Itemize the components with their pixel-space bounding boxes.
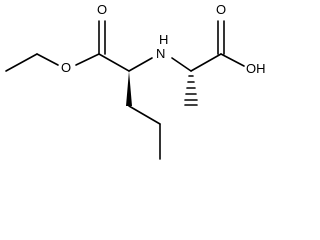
amine-link: [128, 57, 192, 72]
bond-propyl-2: [128, 105, 161, 125]
ethyl-ester-group: [5, 20, 130, 72]
ester-carbonyl-oxygen-label: O: [97, 2, 107, 17]
bond-ethyl-ch2-o: [36, 53, 59, 66]
propyl-chain: [126, 71, 161, 160]
hashed-wedge-methyl: [184, 75, 198, 106]
bond-alpha-cooh: [190, 53, 222, 72]
amine-h: H: [159, 32, 168, 47]
bond-alpha-n: [128, 57, 153, 72]
wedge-bond-alpha-propyl: [126, 71, 132, 106]
bond-n-alanine-alpha: [171, 57, 192, 72]
bond-o-carbonyl: [75, 53, 100, 66]
alanine-acid-group: [184, 20, 245, 106]
bond-c-oh: [220, 53, 245, 67]
acid-carbonyl-oxygen-label: O: [216, 2, 226, 17]
hydroxyl-label: OH: [246, 61, 266, 76]
bond-carbonyl-alpha: [98, 53, 130, 72]
ester-oxygen-label: O: [61, 60, 71, 75]
molecule-structure: O O H N O OH: [5, 2, 266, 160]
amine-label: H N: [156, 32, 172, 61]
amine-n: N: [156, 46, 165, 61]
bond-ethyl-ch3: [5, 53, 38, 72]
